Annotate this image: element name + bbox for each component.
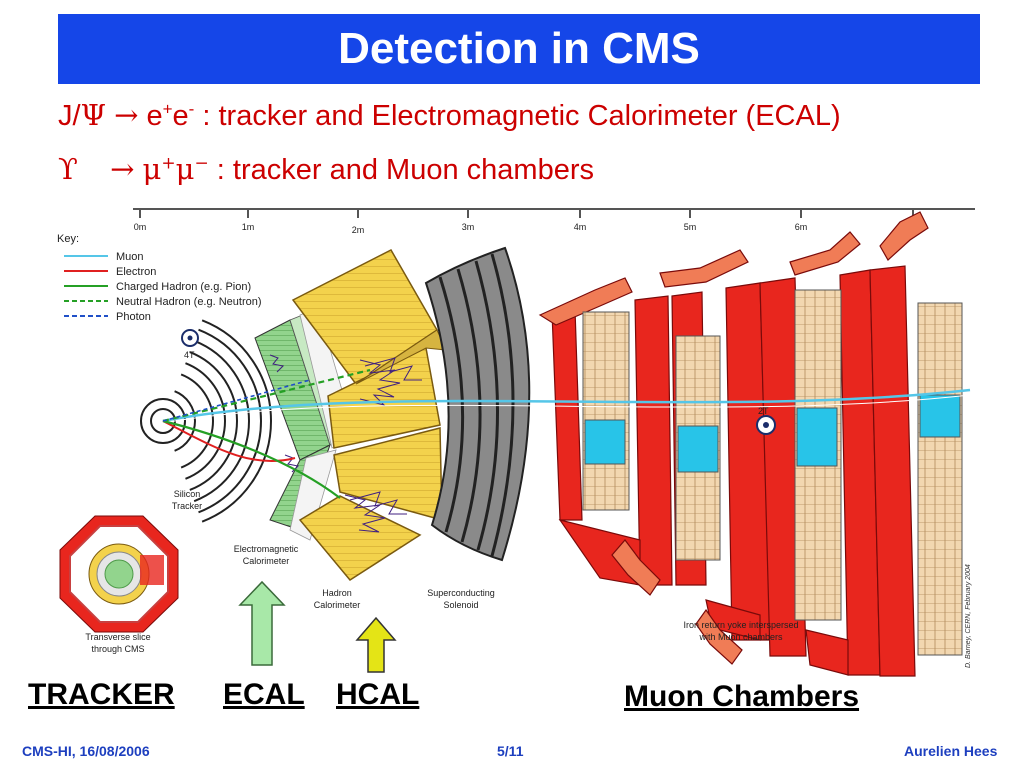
tracker-ring	[140, 398, 186, 444]
psi-symbol: Ψ	[80, 98, 106, 132]
tracker-arc	[180, 373, 214, 469]
ecal-pointer-arrow	[238, 580, 286, 666]
legend-label: Photon	[116, 311, 151, 323]
slice-label-2: through CMS	[91, 644, 144, 654]
jpsi-line: J/Ψ → e+e- : tracker and Electromagnetic…	[58, 98, 841, 133]
credit-text: D. Barney, CERN, February 2004	[965, 564, 972, 668]
muon-symbol: μ	[142, 152, 162, 186]
yoke-label-1: Iron return yoke interspersed	[683, 620, 798, 630]
slice-label-1: Transverse slice	[85, 632, 150, 642]
scale-tick-label: 3m	[462, 222, 475, 232]
tracker-arc	[193, 339, 250, 503]
tracker-arc	[201, 319, 272, 523]
particle-tracks	[162, 368, 971, 499]
hcal-label-2: Calorimeter	[314, 600, 361, 610]
solenoid	[424, 246, 531, 562]
ecal-label-2: Calorimeter	[243, 556, 290, 566]
arrow-icon: →	[114, 98, 139, 132]
inner-field-marker: 4T	[181, 329, 199, 360]
hcal-pointer-arrow	[355, 616, 397, 673]
scale-tick-label: 4m	[574, 222, 587, 232]
jpsi-description: : tracker and Electromagnetic Calorimete…	[194, 100, 841, 132]
tracker-arc	[174, 390, 196, 452]
legend-label: Neutral Hadron (e.g. Neutron)	[116, 296, 262, 308]
arrow-icon: →	[110, 152, 135, 186]
transverse-slice-thumbnail	[59, 515, 179, 633]
minus-sup: −	[194, 153, 209, 174]
scale-tick-label: 1m	[242, 222, 255, 232]
footer-right: Aurelien Hees	[904, 743, 998, 759]
tracker-label-2: Tracker	[172, 501, 202, 511]
hcal-label-1: Hadron	[322, 588, 352, 598]
page-number: 5/11	[497, 743, 524, 759]
hcal-sector	[291, 249, 447, 581]
electron-symbol-2: e	[172, 100, 189, 132]
legend-title: Key:	[57, 233, 79, 245]
muon-chambers-tag: Muon Chambers	[624, 680, 860, 713]
jpsi-label: J/	[58, 100, 81, 132]
legend-label: Muon	[116, 251, 144, 263]
tracker-tag: TRACKER	[28, 678, 175, 711]
scale-tick-label: 0m	[134, 222, 147, 232]
inner-field-label: 4T	[184, 350, 195, 360]
scale-tick-label: 5m	[684, 222, 697, 232]
footer-left: CMS-HI, 16/08/2006	[22, 743, 150, 759]
outer-field-label: 2T	[758, 406, 769, 416]
component-labels: Silicon Tracker Electromagnetic Calorime…	[85, 489, 798, 654]
scale-tick-label: 6m	[795, 222, 808, 232]
minus-sup: -	[188, 99, 195, 119]
inner-tracker-arcs	[140, 319, 272, 523]
plus-sup: +	[161, 153, 176, 174]
yoke-label-2: with Muon chambers	[698, 632, 783, 642]
upsilon-description: : tracker and Muon chambers	[208, 154, 594, 186]
shower-debris	[269, 354, 422, 533]
electron-symbol: e	[146, 100, 163, 132]
muon-symbol-2: μ	[175, 152, 195, 186]
tracker-label-1: Silicon	[174, 489, 201, 499]
legend-label: Charged Hadron (e.g. Pion)	[116, 281, 251, 293]
ecal-label-1: Electromagnetic	[234, 544, 299, 554]
ecal-tag: ECAL	[223, 678, 305, 711]
slide-title: Detection in CMS	[338, 24, 700, 73]
tracker-arc	[189, 351, 238, 491]
solenoid-label-1: Superconducting	[427, 588, 495, 598]
muon-chambers	[582, 289, 963, 656]
outer-field-marker: 2T	[756, 406, 776, 435]
scale-bar: 0m1m2m3m4m5m6m7m	[133, 208, 975, 235]
upsilon-symbol: ϒ	[58, 152, 78, 186]
title-bar: Detection in CMS	[58, 14, 980, 84]
legend-label: Electron	[116, 266, 156, 278]
scale-tick-label: 2m	[352, 225, 365, 235]
tracker-arc	[185, 362, 226, 480]
solenoid-label-2: Solenoid	[443, 600, 478, 610]
upsilon-line: ϒ → μ+μ− : tracker and Muon chambers	[58, 152, 594, 187]
plus-sup: +	[162, 99, 173, 119]
tracker-arc	[198, 328, 262, 514]
hcal-tag: HCAL	[336, 678, 420, 711]
